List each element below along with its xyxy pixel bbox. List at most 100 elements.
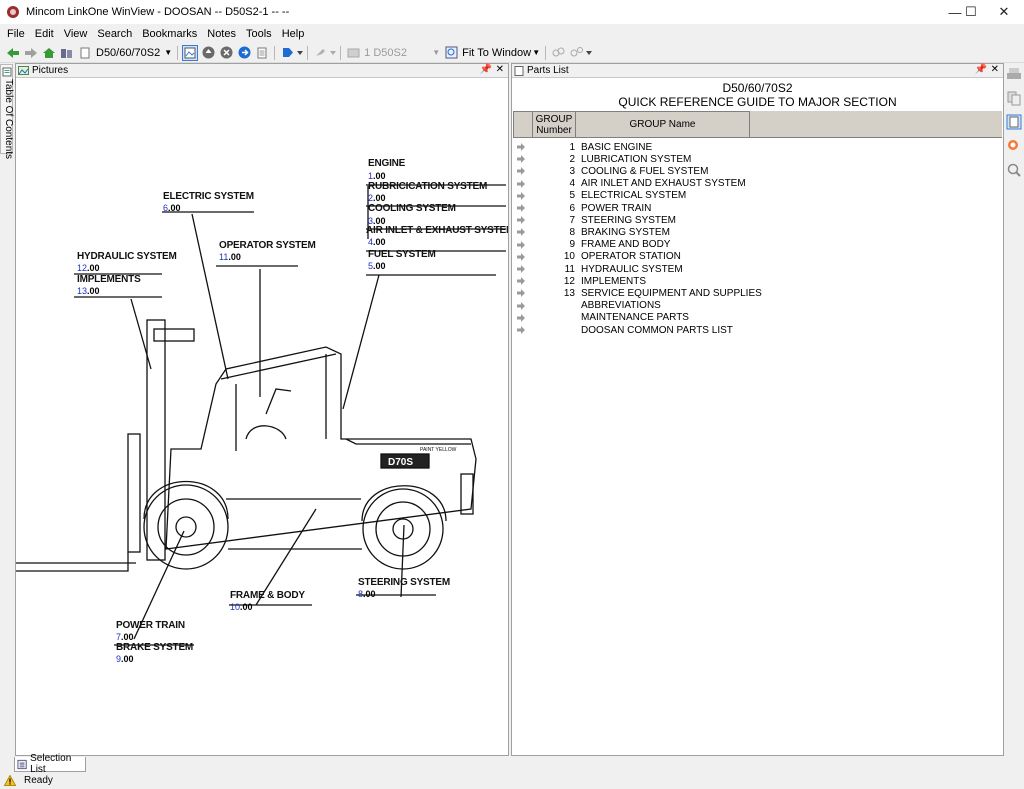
group-name[interactable]: BASIC ENGINE bbox=[581, 141, 653, 153]
pin-icon[interactable]: 📌 bbox=[479, 64, 492, 75]
ref-hydraulic[interactable]: 12.00 bbox=[77, 263, 100, 273]
zoom-select[interactable]: Fit To Window▼ bbox=[460, 45, 542, 61]
close-icon[interactable]: ✕ bbox=[495, 64, 504, 75]
column-group-name[interactable]: GROUP Name bbox=[575, 111, 750, 138]
list-item[interactable]: ABBREVIATIONS bbox=[513, 300, 993, 312]
group-name[interactable]: IMPLEMENTS bbox=[581, 275, 647, 287]
parts-list-view-icon[interactable] bbox=[1006, 114, 1022, 130]
minimize-button[interactable]: — bbox=[948, 4, 962, 20]
menu-notes[interactable]: Notes bbox=[207, 27, 236, 40]
arrow-right-icon[interactable] bbox=[516, 166, 526, 176]
ref-steering[interactable]: 8.00 bbox=[358, 589, 376, 599]
menu-tools[interactable]: Tools bbox=[246, 27, 272, 40]
group-name[interactable]: SERVICE EQUIPMENT AND SUPPLIES bbox=[581, 287, 762, 299]
close-circle-icon[interactable] bbox=[218, 45, 234, 61]
next-circle-icon[interactable] bbox=[236, 45, 252, 61]
arrow-right-icon[interactable] bbox=[516, 240, 526, 250]
close-icon[interactable]: ✕ bbox=[990, 64, 999, 75]
label-operator[interactable]: OPERATOR SYSTEM bbox=[219, 240, 316, 251]
group-name[interactable]: POWER TRAIN bbox=[581, 202, 652, 214]
arrow-right-icon[interactable] bbox=[516, 288, 526, 298]
ref-cooling[interactable]: 3.00 bbox=[368, 216, 386, 226]
arrow-right-icon[interactable] bbox=[516, 301, 526, 311]
picture-view-icon[interactable] bbox=[182, 44, 199, 61]
menu-search[interactable]: Search bbox=[97, 27, 133, 40]
zoom-icon[interactable] bbox=[443, 45, 459, 61]
group-name[interactable]: ABBREVIATIONS bbox=[581, 300, 661, 312]
list-item[interactable]: DOOSAN COMMON PARTS LIST bbox=[513, 324, 993, 336]
arrow-right-icon[interactable] bbox=[516, 215, 526, 225]
menu-help[interactable]: Help bbox=[281, 27, 305, 40]
group-name[interactable]: DOOSAN COMMON PARTS LIST bbox=[581, 324, 733, 336]
column-group-number[interactable]: GROUP Number bbox=[532, 111, 576, 138]
label-implements[interactable]: IMPLEMENTS bbox=[77, 274, 141, 285]
ref-frame-body[interactable]: 10.00 bbox=[230, 602, 253, 612]
arrow-right-icon[interactable] bbox=[516, 142, 526, 152]
ref-fuel[interactable]: 5.00 bbox=[368, 261, 386, 271]
group-name[interactable]: MAINTENANCE PARTS bbox=[581, 312, 689, 324]
back-arrow-icon[interactable] bbox=[5, 45, 21, 61]
dropdown-arrow-icon[interactable] bbox=[297, 45, 304, 61]
group-name[interactable]: OPERATOR STATION bbox=[581, 251, 681, 263]
close-button[interactable]: ✕ bbox=[998, 4, 1010, 19]
up-circle-icon[interactable] bbox=[200, 45, 216, 61]
ref-brake[interactable]: 9.00 bbox=[116, 654, 134, 664]
menu-file[interactable]: File bbox=[7, 27, 25, 40]
search-parts-icon[interactable] bbox=[1006, 138, 1022, 154]
label-frame-body[interactable]: FRAME & BODY bbox=[230, 590, 305, 601]
group-name[interactable]: COOLING & FUEL SYSTEM bbox=[581, 165, 709, 177]
group-name[interactable]: HYDRAULIC SYSTEM bbox=[581, 263, 683, 275]
label-lubrication[interactable]: RUBRICICATION SYSTEM bbox=[368, 181, 488, 192]
arrow-right-icon[interactable] bbox=[516, 264, 526, 274]
ref-engine[interactable]: 1.00 bbox=[368, 171, 386, 181]
magnify-icon[interactable] bbox=[1006, 162, 1022, 178]
pin-icon[interactable]: 📌 bbox=[974, 64, 987, 75]
arrow-right-icon[interactable] bbox=[516, 179, 526, 189]
book-select[interactable]: D50/60/70S2▼ bbox=[94, 45, 174, 61]
arrow-right-icon[interactable] bbox=[516, 227, 526, 237]
books-icon[interactable] bbox=[59, 45, 75, 61]
home-icon[interactable] bbox=[41, 45, 57, 61]
group-name[interactable]: ELECTRICAL SYSTEM bbox=[581, 190, 687, 202]
group-name[interactable]: STEERING SYSTEM bbox=[581, 214, 677, 226]
arrow-right-icon[interactable] bbox=[516, 325, 526, 335]
copy-icon[interactable] bbox=[1006, 90, 1022, 106]
arrow-right-icon[interactable] bbox=[516, 203, 526, 213]
group-name[interactable]: FRAME AND BODY bbox=[581, 239, 671, 251]
label-steering[interactable]: STEERING SYSTEM bbox=[358, 577, 451, 588]
forward-arrow-icon[interactable] bbox=[23, 45, 39, 61]
list-item[interactable]: MAINTENANCE PARTS bbox=[513, 312, 993, 324]
ref-power-train[interactable]: 7.00 bbox=[116, 632, 134, 642]
menu-view[interactable]: View bbox=[63, 27, 88, 40]
arrow-right-icon[interactable] bbox=[516, 313, 526, 323]
selection-list-tab[interactable]: Selection List bbox=[14, 753, 86, 775]
bookmark-tag-icon[interactable] bbox=[279, 45, 295, 61]
ref-operator[interactable]: 11.00 bbox=[219, 252, 241, 262]
label-fuel[interactable]: FUEL SYSTEM bbox=[368, 249, 436, 260]
ref-lubrication[interactable]: 2.00 bbox=[368, 193, 386, 203]
label-engine[interactable]: ENGINE bbox=[368, 158, 406, 169]
table-of-contents-tab[interactable]: Table Of Contents bbox=[0, 64, 14, 159]
label-air-inlet[interactable]: AIR INLET & EXHAUST SYSTEM bbox=[366, 225, 508, 236]
menu-edit[interactable]: Edit bbox=[34, 27, 54, 40]
ref-implements[interactable]: 13.00 bbox=[77, 286, 100, 296]
label-hydraulic[interactable]: HYDRAULIC SYSTEM bbox=[77, 251, 177, 262]
label-power-train[interactable]: POWER TRAIN bbox=[116, 620, 185, 631]
group-name[interactable]: LUBRICATION SYSTEM bbox=[581, 153, 692, 165]
arrow-right-icon[interactable] bbox=[516, 154, 526, 164]
document-icon[interactable] bbox=[254, 45, 270, 61]
label-brake[interactable]: BRAKE SYSTEM bbox=[116, 642, 194, 653]
maximize-button[interactable]: ☐ bbox=[965, 4, 977, 19]
arrow-right-icon[interactable] bbox=[516, 191, 526, 201]
